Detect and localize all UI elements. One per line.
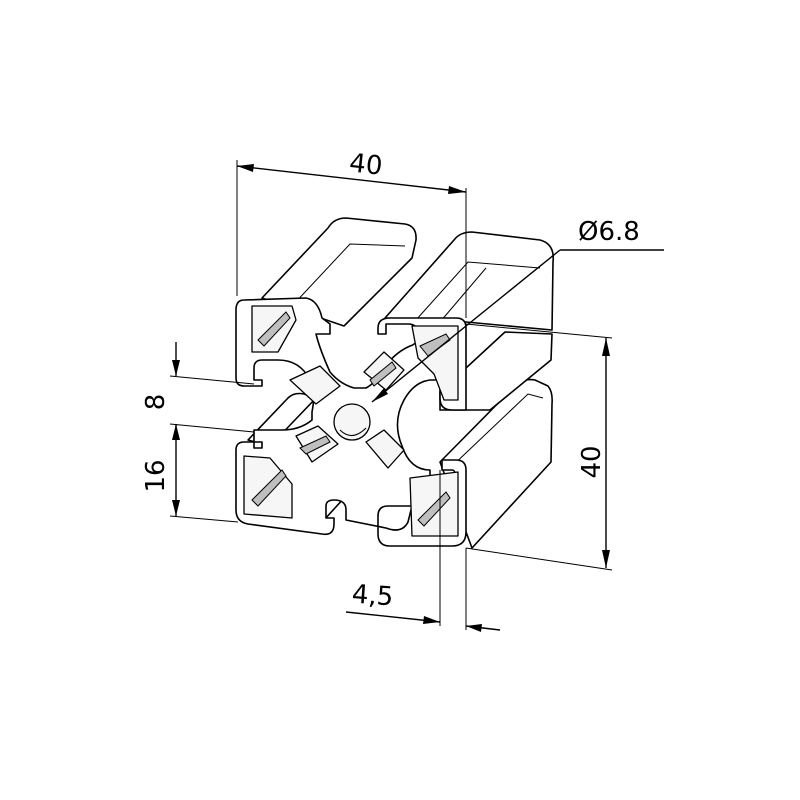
dimension-hole-diameter: Ø6.8 bbox=[371, 217, 664, 403]
dim-label-slot-offset: 16 bbox=[141, 459, 171, 492]
dim-label-slot-width: 8 bbox=[141, 394, 171, 411]
dimension-slot-offset: 16 bbox=[141, 424, 239, 523]
center-bore bbox=[333, 403, 371, 441]
dim-label-top-width: 40 bbox=[348, 148, 384, 181]
dimension-top-width: 40 bbox=[236, 148, 467, 318]
dim-label-wall-thickness: 4,5 bbox=[351, 580, 394, 613]
dim-label-hole-diameter: Ø6.8 bbox=[578, 217, 640, 247]
dimension-wall-thickness: 4,5 bbox=[345, 470, 501, 632]
dimension-right-height: 40 bbox=[465, 323, 613, 571]
dim-label-right-height: 40 bbox=[577, 445, 607, 478]
profile-pockets bbox=[243, 305, 459, 537]
dimension-slot-width: 8 bbox=[141, 342, 255, 433]
